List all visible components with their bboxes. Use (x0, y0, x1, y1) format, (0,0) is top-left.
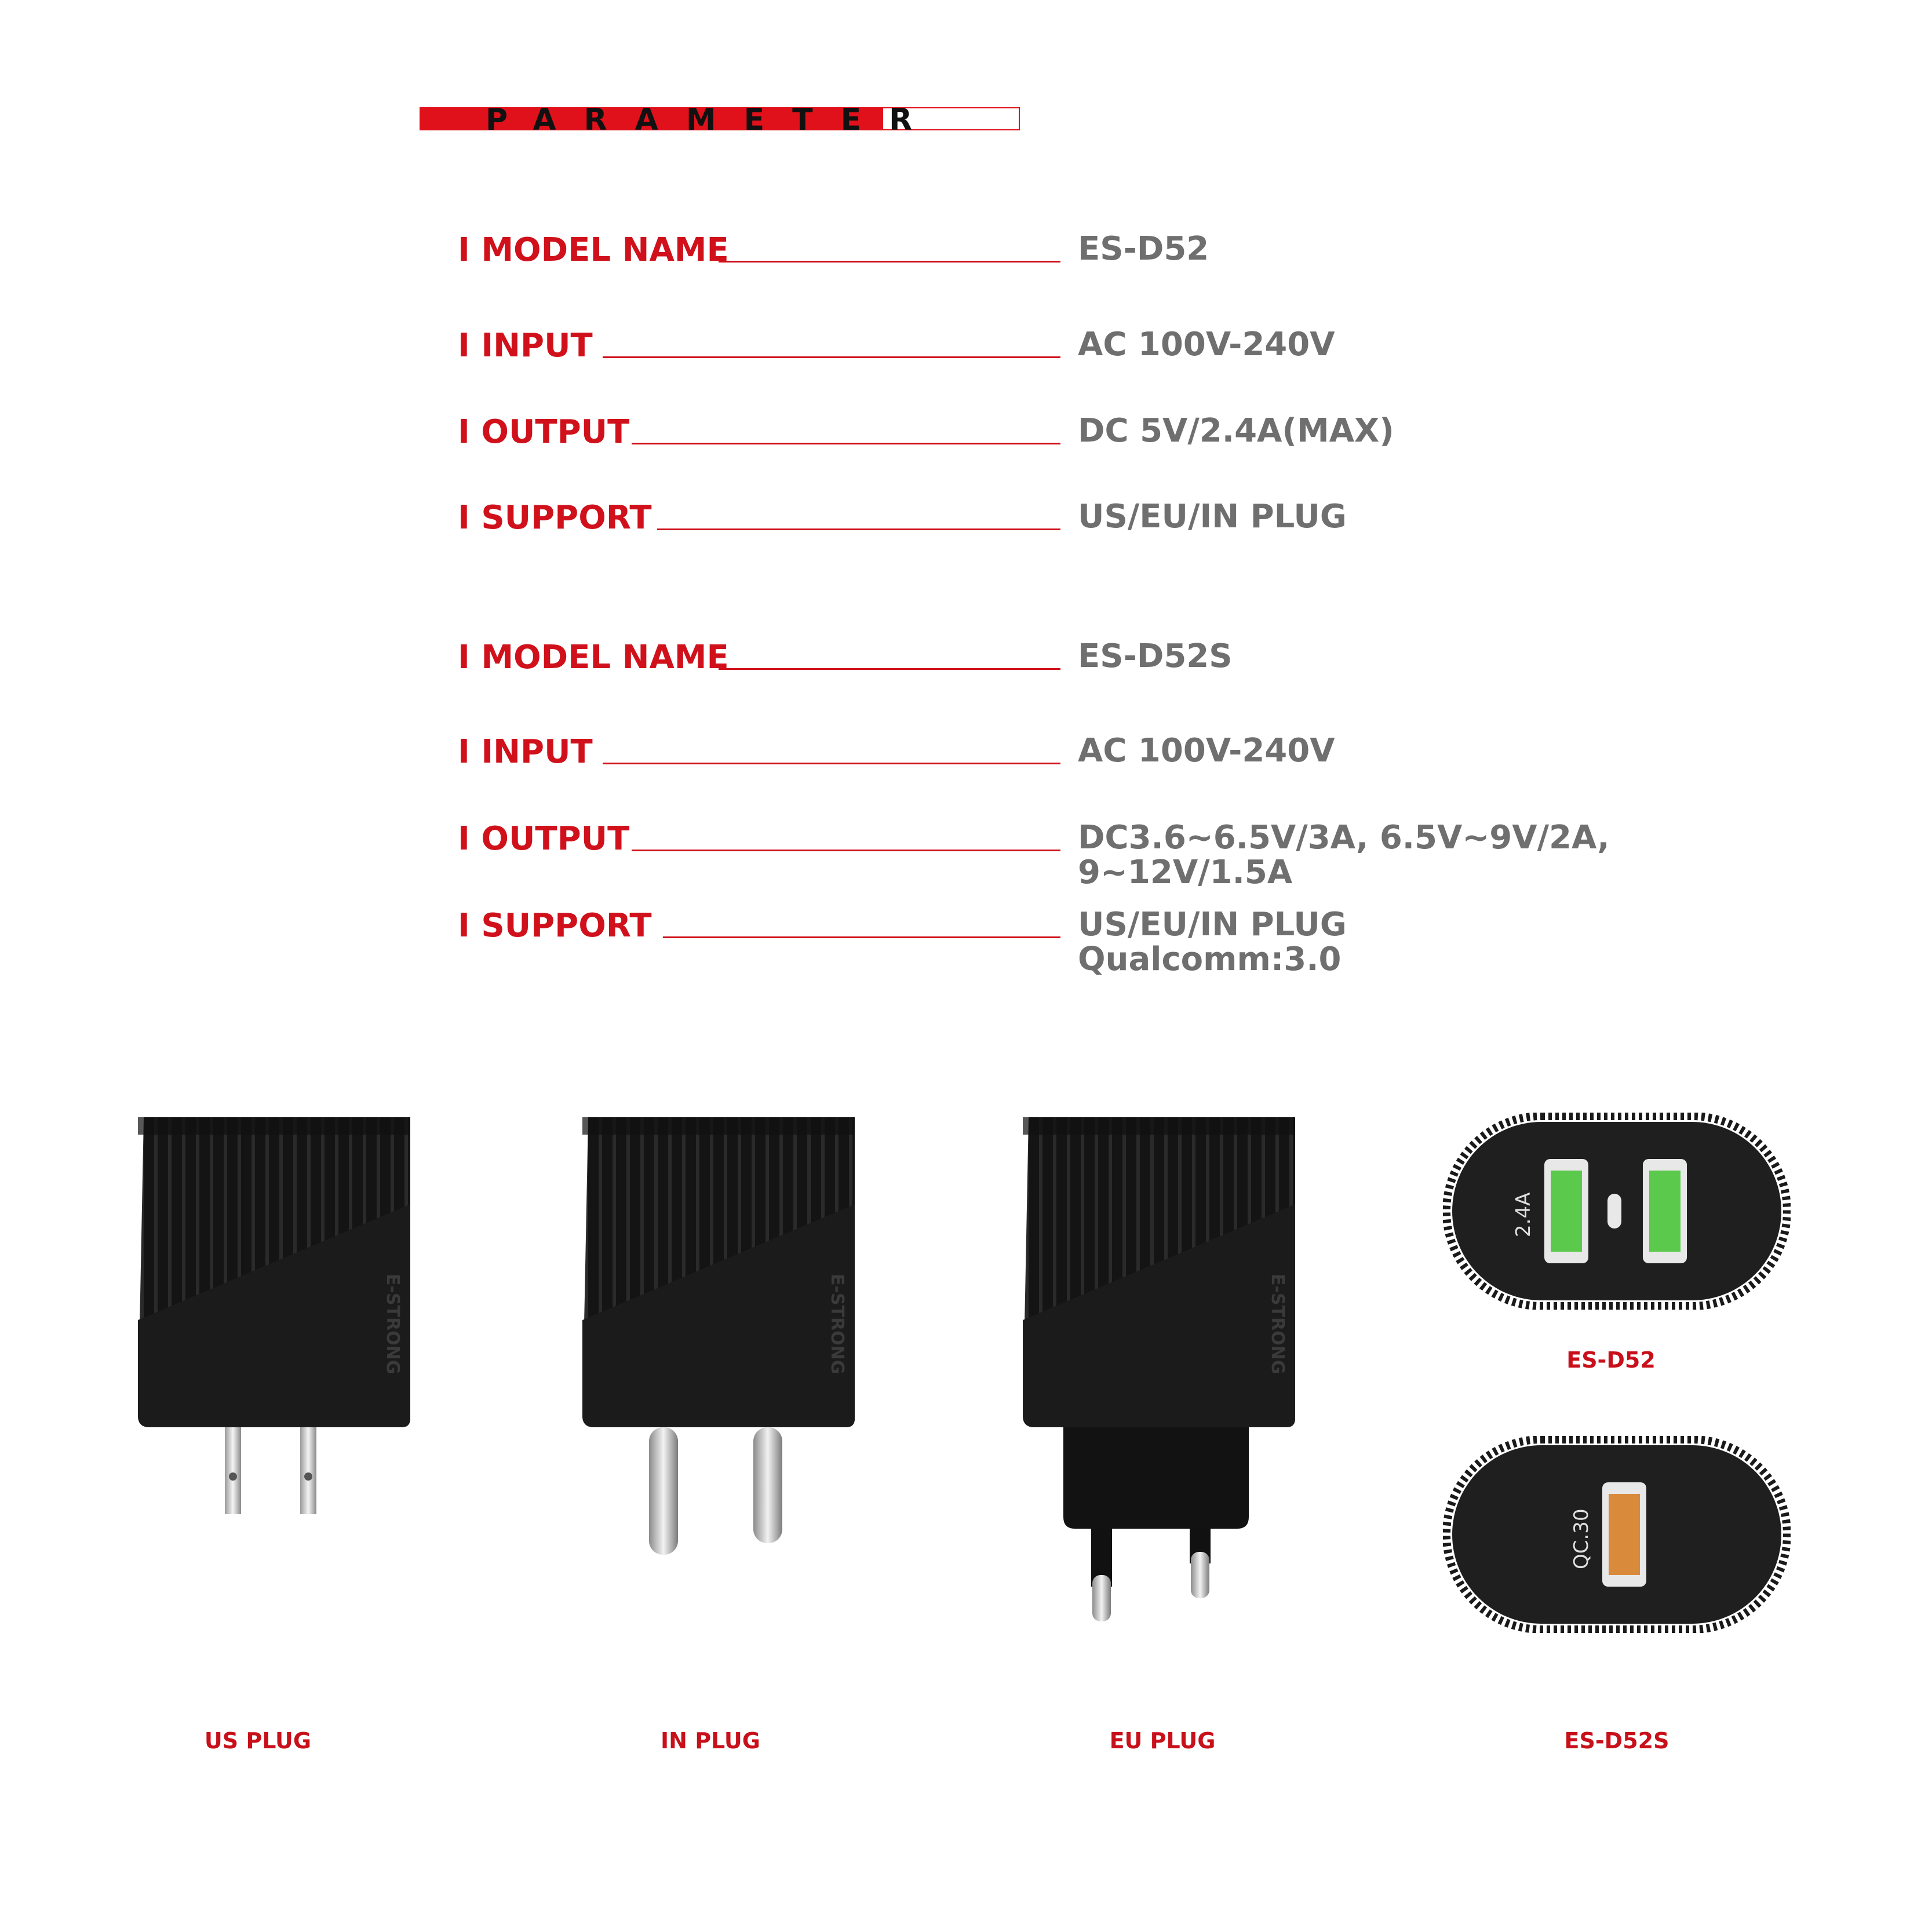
spec-rule (719, 261, 1060, 263)
header-title: PARAMETER (486, 103, 941, 137)
spec-value: US/EU/IN PLUG (1078, 498, 1347, 535)
spec-label: I MODEL NAME (458, 639, 729, 676)
brand-label: E-STRONG (1267, 1274, 1288, 1374)
spec-value-line-1: DC3.6~6.5V/3A, 6.5V~9V/2A, (1078, 819, 1610, 856)
spec-label: I SUPPORT (458, 907, 652, 945)
spec-value: DC 5V/2.4A(MAX) (1078, 412, 1394, 450)
spec-value-line-1: US/EU/IN PLUG (1078, 906, 1347, 943)
brand-label: E-STRONG (382, 1274, 403, 1374)
spec-value: AC 100V-240V (1078, 326, 1335, 363)
spec-rule (719, 668, 1060, 670)
caption-us-plug: US PLUG (204, 1728, 312, 1754)
spec-label: I OUTPUT (458, 820, 630, 858)
caption-eu-plug: EU PLUG (1109, 1728, 1216, 1754)
spec-value: ES-D52 (1078, 230, 1209, 268)
section-header: PARAMETER (420, 105, 1020, 135)
spec-value-line-2: 9~12V/1.5A (1078, 854, 1293, 891)
spec-rule (603, 356, 1060, 358)
spec-rule (663, 936, 1060, 938)
caption-es-d52s: ES-D52S (1564, 1728, 1669, 1754)
spec-rule (632, 850, 1060, 851)
spec-label: I OUTPUT (458, 413, 630, 451)
spec-rule (603, 763, 1060, 764)
spec-label: I INPUT (458, 733, 593, 771)
eu-plug-charger-image: E-STRONG (1023, 1117, 1295, 1621)
spec-value-line-2: Qualcomm:3.0 (1078, 941, 1342, 978)
port-label: 2.4A (1512, 1193, 1535, 1237)
spec-value: ES-D52S (1078, 637, 1233, 675)
spec-label: I INPUT (458, 327, 593, 364)
header-red-bar (420, 107, 882, 130)
spec-label: I SUPPORT (458, 499, 652, 537)
spec-rule (657, 528, 1060, 530)
in-plug-charger-image: E-STRONG (582, 1117, 855, 1555)
caption-es-d52: ES-D52 (1566, 1347, 1656, 1373)
caption-in-plug: IN PLUG (661, 1728, 760, 1754)
port-label: QC.30 (1570, 1508, 1593, 1569)
spec-value: AC 100V-240V (1078, 732, 1335, 770)
brand-label: E-STRONG (827, 1274, 847, 1374)
spec-label: I MODEL NAME (458, 231, 729, 269)
us-plug-charger-image: E-STRONG (138, 1117, 410, 1514)
header-outline-bar (882, 107, 1020, 130)
spec-rule (632, 443, 1060, 444)
es-d52s-port-face-image: QC.30 (1443, 1436, 1791, 1633)
es-d52-port-face-image: 2.4A (1443, 1113, 1791, 1310)
